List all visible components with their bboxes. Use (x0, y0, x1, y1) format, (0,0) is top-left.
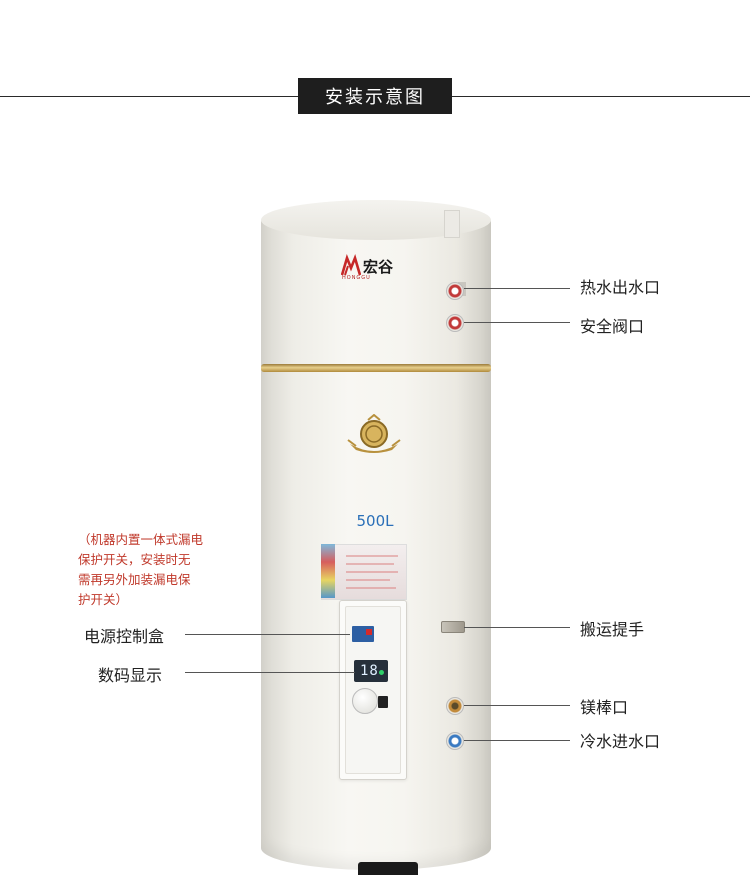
rating-sticker (321, 544, 407, 600)
note-line: 保护开关，安装时无 (78, 552, 191, 567)
label-cold-water-inlet: 冷水进水口 (580, 732, 661, 751)
water-heater-base (358, 862, 418, 875)
note-line: 需再另外加装漏电保 (78, 572, 191, 587)
sticker-line (346, 587, 396, 589)
label-safety-valve: 安全阀口 (580, 317, 645, 336)
energy-label-strip (321, 544, 335, 598)
sticker-line (346, 579, 390, 581)
gold-band (261, 364, 491, 372)
sticker-line (346, 563, 394, 565)
digital-display-screen (354, 660, 388, 682)
section-title: 安装示意图 (298, 78, 452, 114)
gold-emblem-icon (347, 414, 401, 453)
breaker-test-button[interactable] (366, 629, 372, 635)
callout-line-control-box (185, 634, 350, 635)
note-line: 护开关） (78, 592, 129, 607)
power-indicator-led (379, 670, 384, 675)
power-switch[interactable] (378, 696, 388, 708)
label-carry-handle: 搬运提手 (580, 620, 645, 639)
sticker-line (346, 555, 398, 557)
temperature-knob[interactable] (352, 688, 378, 714)
callout-line-safety-valve (464, 322, 570, 323)
carry-handle-icon (441, 621, 465, 633)
label-digital-display: 数码显示 (98, 666, 163, 685)
safety-valve-pipe-icon (446, 314, 464, 332)
callout-line-digital-display (185, 672, 355, 673)
label-hot-water-outlet: 热水出水口 (580, 278, 661, 297)
callout-line-cold-water (464, 740, 570, 741)
display-reading: 18 (360, 663, 379, 679)
magnesium-rod-port-icon (446, 697, 464, 715)
brand-logo: 宏谷 (341, 254, 393, 276)
brand-mark-icon (341, 254, 361, 276)
note-line: （机器内置一体式漏电 (78, 532, 204, 547)
sticker-line (346, 571, 398, 573)
label-magnesium-rod: 镁棒口 (580, 698, 629, 717)
capacity-label: 500L (356, 512, 394, 530)
cold-water-inlet-pipe-icon (446, 732, 464, 750)
hot-water-outlet-pipe-icon (446, 282, 464, 300)
callout-line-hot-water (464, 288, 570, 289)
top-label-tag (444, 210, 460, 238)
brand-name: 宏谷 (363, 258, 394, 276)
leakage-protection-note: （机器内置一体式漏电 保护开关，安装时无 需再另外加装漏电保 护开关） (78, 530, 238, 610)
brand-subtext: HONGGU (342, 275, 371, 281)
label-power-control-box: 电源控制盒 (84, 627, 165, 646)
callout-line-magnesium-rod (464, 705, 570, 706)
callout-line-carry-handle (464, 627, 570, 628)
